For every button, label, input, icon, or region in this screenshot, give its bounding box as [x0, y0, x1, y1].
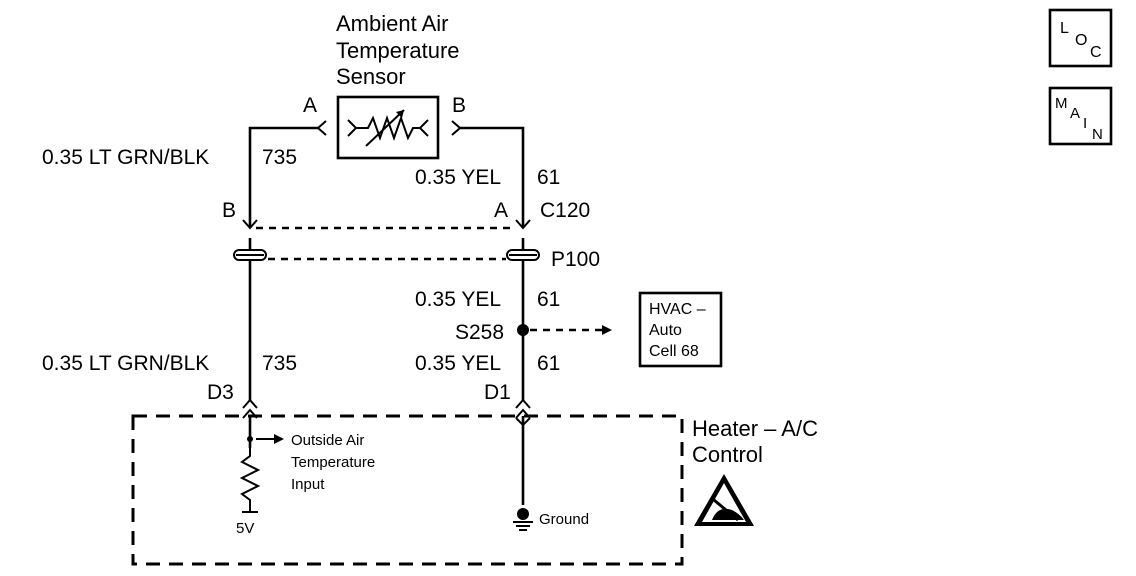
- left-wire-upper-gauge: 0.35 LT GRN/BLK: [42, 146, 209, 169]
- ground-label: Ground: [539, 511, 589, 528]
- outside-air-temp-input-circuit: Outside Air Temperature Input 5V: [236, 432, 375, 537]
- right-wire-upper-gauge: 0.35 YEL: [415, 166, 501, 189]
- sensor-title-line-2: Temperature: [336, 38, 460, 63]
- ground-circuit: Ground: [513, 417, 589, 531]
- connector-c120: [242, 219, 531, 230]
- hvac-auto-cell-68-link[interactable]: HVAC – Auto Cell 68: [638, 291, 723, 368]
- heater-ac-control-module: Heater – A/C Control: [131, 414, 818, 566]
- right-wire-upper-circuit: 61: [537, 166, 560, 189]
- wire-735: [248, 126, 318, 432]
- input-label-line-2: Temperature: [291, 454, 375, 471]
- left-c120-pin: B: [222, 199, 236, 222]
- input-label-line-3: Input: [291, 476, 325, 493]
- right-wire-mid-gauge: 0.35 YEL: [415, 288, 501, 311]
- module-terminals: [242, 398, 531, 419]
- module-pin-d3: D3: [207, 381, 234, 404]
- module-title-line-1: Heater – A/C: [692, 416, 818, 441]
- loc-button[interactable]: L O C: [1048, 8, 1113, 68]
- voltage-5v-label: 5V: [236, 520, 254, 537]
- main-button[interactable]: M A I N: [1048, 86, 1113, 146]
- module-title-line-2: Control: [692, 442, 763, 467]
- hvac-ref-line-3: Cell 68: [649, 343, 699, 360]
- sensor-title-line-1: Ambient Air: [336, 11, 449, 36]
- esd-warning-icon: [694, 474, 754, 526]
- sensor-terminal-b: [451, 120, 462, 136]
- ambient-air-temperature-sensor: Ambient Air Temperature Sensor: [336, 11, 460, 160]
- main-letter-n: N: [1092, 126, 1103, 143]
- sensor-pin-b: B: [452, 94, 466, 117]
- module-pin-d1: D1: [484, 381, 511, 404]
- left-wire-lower-circuit: 735: [262, 352, 297, 375]
- connector-c120-label: C120: [540, 199, 590, 222]
- sensor-pin-a: A: [303, 94, 317, 117]
- right-wire-lower-gauge: 0.35 YEL: [415, 352, 501, 375]
- right-wire-lower-circuit: 61: [537, 352, 560, 375]
- sensor-title-line-3: Sensor: [336, 64, 406, 89]
- connector-p100: [233, 238, 540, 266]
- splice-s258-label: S258: [455, 321, 504, 344]
- splice-s258: [517, 324, 612, 336]
- left-wire-lower-gauge: 0.35 LT GRN/BLK: [42, 352, 209, 375]
- loc-letter-o: O: [1075, 32, 1087, 49]
- right-c120-pin: A: [494, 199, 508, 222]
- thermistor-icon: [347, 109, 429, 147]
- sensor-terminal-a: [316, 120, 327, 136]
- hvac-ref-line-2: Auto: [649, 322, 682, 339]
- loc-letter-c: C: [1090, 44, 1102, 61]
- main-letter-m: M: [1055, 95, 1068, 112]
- left-wire-upper-circuit: 735: [262, 146, 297, 169]
- hvac-ref-line-1: HVAC –: [649, 301, 706, 318]
- connector-p100-label: P100: [551, 248, 600, 271]
- right-wire-mid-circuit: 61: [537, 288, 560, 311]
- main-letter-i: I: [1083, 115, 1087, 132]
- main-letter-a: A: [1070, 105, 1080, 122]
- loc-letter-l: L: [1060, 20, 1069, 37]
- input-label-line-1: Outside Air: [291, 432, 364, 449]
